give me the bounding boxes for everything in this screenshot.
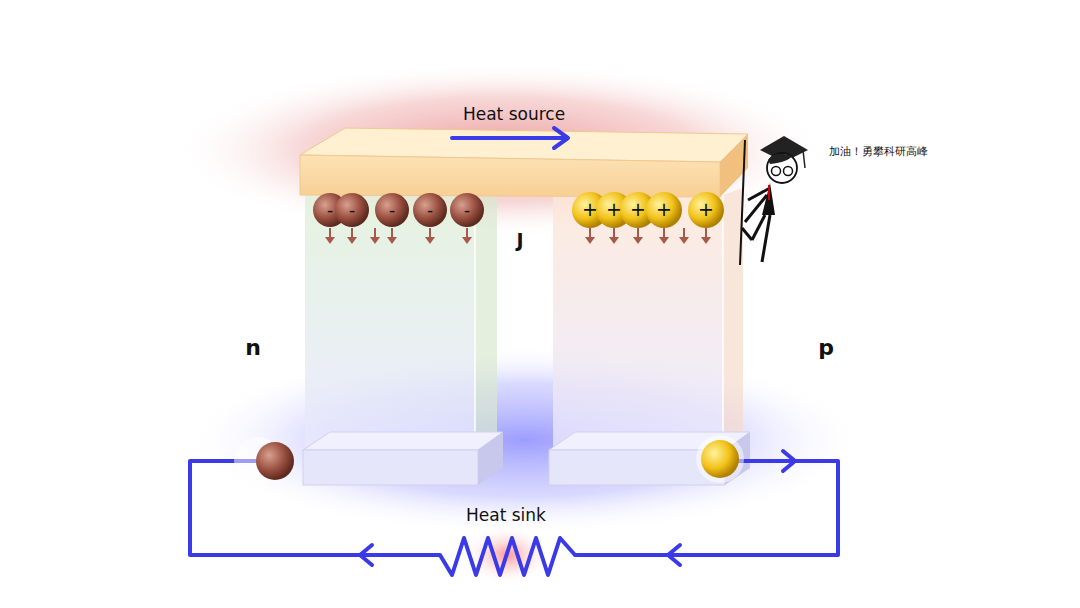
hole-on-wire — [701, 440, 739, 478]
drift-arrow — [663, 228, 665, 238]
drift-arrow — [351, 228, 353, 238]
drift-arrowhead — [425, 237, 435, 244]
drift-arrowhead — [370, 237, 380, 244]
electron-on-wire — [256, 442, 294, 480]
drift-arrowhead — [347, 237, 357, 244]
bottom-electrode-n — [303, 432, 503, 485]
charge-sign: - — [464, 202, 470, 219]
charge-sign: + — [698, 200, 714, 219]
drift-arrow — [637, 228, 639, 238]
charge-sign: + — [582, 200, 598, 219]
leg-type-label: n — [245, 337, 261, 359]
carrier-halo — [696, 435, 744, 483]
drift-arrowhead — [325, 237, 335, 244]
bottom-electrode-p — [549, 432, 750, 485]
charge-sign: - — [349, 202, 355, 219]
heat-source-label: Heat source — [463, 106, 565, 123]
drift-arrow — [374, 228, 376, 238]
leg-type-label: p — [818, 337, 834, 359]
heat-source-plate — [300, 128, 748, 197]
charge-sign: + — [606, 200, 622, 219]
drift-arrowhead — [387, 237, 397, 244]
current-symbol: J — [516, 231, 523, 250]
drift-arrow — [683, 228, 685, 238]
p-leg — [553, 188, 743, 450]
flow-arrow — [452, 128, 568, 148]
drift-arrow — [329, 228, 331, 238]
charge-sign: - — [327, 202, 333, 219]
charge-sign: - — [389, 202, 395, 219]
drift-arrow — [705, 228, 707, 238]
n-leg — [305, 188, 497, 450]
cold-glow — [185, 345, 865, 535]
heat-sink-label: Heat sink — [466, 507, 546, 524]
drift-arrow — [391, 228, 393, 238]
resistor-symbol — [440, 538, 575, 575]
charge-sign: + — [656, 200, 672, 219]
drift-arrow — [613, 228, 615, 238]
drift-arrow — [589, 228, 591, 238]
drift-arrowhead — [462, 237, 472, 244]
charge-sign: + — [630, 200, 646, 219]
drift-arrowhead — [609, 237, 619, 244]
electrons — [313, 193, 484, 227]
holes — [572, 192, 724, 228]
drift-arrowhead — [659, 237, 669, 244]
charge-sign: - — [427, 202, 433, 219]
climber-figure — [740, 136, 808, 265]
drift-arrow — [466, 228, 468, 238]
drift-arrowhead — [701, 237, 711, 244]
drift-arrow — [429, 228, 431, 238]
slogan-text: 加油！勇攀科研高峰 — [829, 146, 928, 157]
drift-arrowhead — [679, 237, 689, 244]
drift-arrowhead — [585, 237, 595, 244]
drift-arrowhead — [633, 237, 643, 244]
